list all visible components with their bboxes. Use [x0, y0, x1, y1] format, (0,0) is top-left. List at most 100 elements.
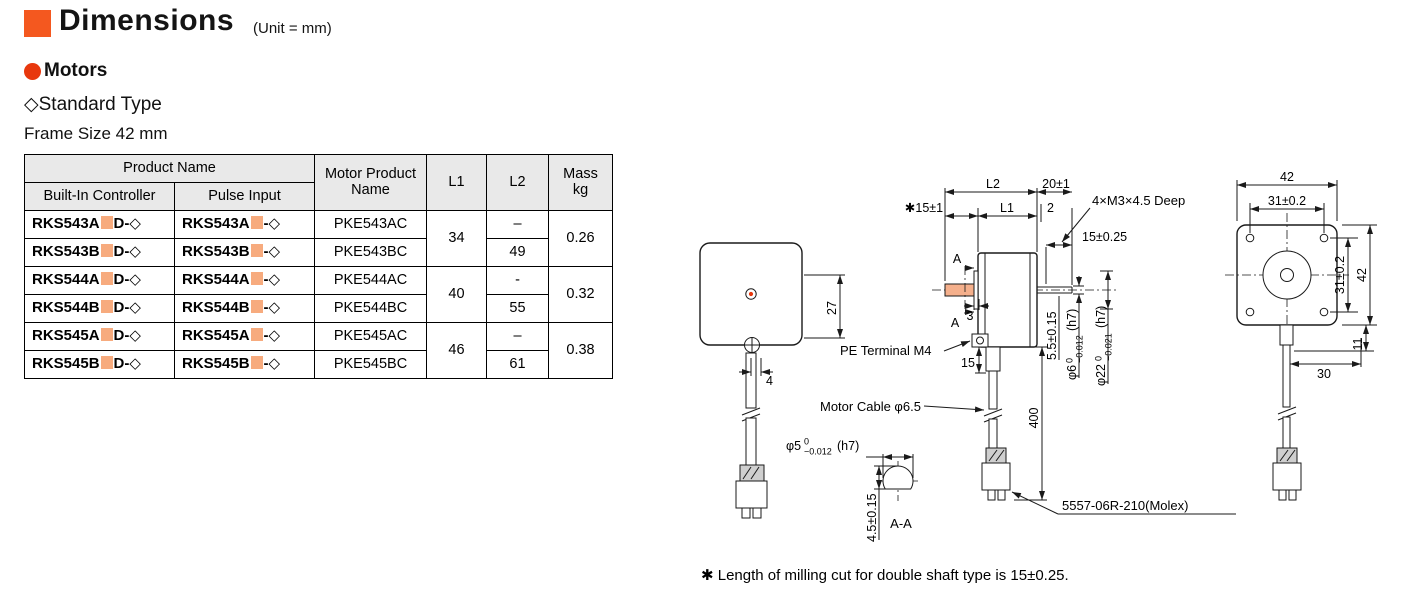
- col-motor-product-name: Motor Product Name: [314, 154, 427, 211]
- table-subheader-row: Built-In Controller Pulse Input: [24, 182, 613, 211]
- dim-42-top-label: 42: [1280, 170, 1294, 184]
- col-l1: L1: [426, 154, 487, 211]
- dim-phi5-label: φ5 0 −0.012 (h7): [786, 437, 859, 457]
- dim-5-5-label: 5.5±0.15: [1045, 311, 1059, 360]
- dim-m3-label: 4×M3×4.5 Deep: [1092, 193, 1185, 208]
- model-placeholder-box: [100, 356, 113, 370]
- model-placeholder-box: [100, 272, 113, 286]
- l2-cell: –: [486, 322, 549, 351]
- l1-cell: 40: [426, 266, 487, 323]
- model-placeholder-box: [250, 328, 263, 342]
- col-product-name: Product Name: [24, 154, 315, 183]
- dim-42-right-label: 42: [1355, 268, 1369, 282]
- col-built-in-controller: Built-In Controller: [24, 182, 175, 211]
- mounting-hole-icon: [1319, 307, 1329, 317]
- svg-text:0: 0: [1094, 356, 1104, 361]
- model-pulse: RKS544B-◇: [174, 294, 315, 323]
- connector: [981, 447, 1011, 501]
- page-title: Dimensions: [59, 4, 235, 37]
- mass-cell: 0.26: [548, 210, 613, 267]
- svg-text:−0.012: −0.012: [1075, 335, 1085, 363]
- l2-cell: 55: [486, 294, 549, 323]
- connector: [735, 464, 768, 519]
- model-placeholder-box: [250, 272, 263, 286]
- l2-cell: 49: [486, 238, 549, 267]
- svg-text:(h7): (h7): [1094, 306, 1108, 328]
- unit-note: (Unit = mm): [253, 20, 332, 37]
- motors-label: Motors: [44, 60, 108, 81]
- dimensions-table: Product Name Motor Product Name L1 L2 Ma…: [24, 154, 613, 379]
- pe-terminal-label: PE Terminal M4: [840, 343, 932, 358]
- l2-cell: -: [486, 266, 549, 295]
- mounting-hole-icon: [1245, 307, 1255, 317]
- dim-400-label: 400: [1027, 408, 1041, 429]
- connector: [1272, 447, 1302, 501]
- svg-text:φ6: φ6: [1065, 365, 1079, 380]
- svg-text:0: 0: [804, 437, 809, 447]
- svg-text:φ5: φ5: [786, 439, 801, 453]
- mass-cell: 0.38: [548, 322, 613, 379]
- frame-size-label: Frame Size 42 mm: [24, 124, 168, 143]
- dim-31-top-label: 31±0.2: [1268, 194, 1306, 208]
- model-placeholder-box: [100, 328, 113, 342]
- dim-15-milling-label: 15±0.25: [1082, 230, 1127, 244]
- model-placeholder-box: [100, 300, 113, 314]
- cable: [1277, 324, 1297, 449]
- mass-cell: 0.32: [548, 266, 613, 323]
- cable: [741, 352, 761, 466]
- dimension-drawing: 27 4 L2: [699, 170, 1377, 542]
- svg-text:(h7): (h7): [1065, 309, 1079, 331]
- accent-square-icon: [24, 10, 51, 37]
- svg-text:−0.012: −0.012: [804, 447, 832, 457]
- dim-30-label: 30: [1317, 367, 1331, 381]
- motor-name-cell: PKE544AC: [314, 266, 427, 295]
- svg-text:−0.021: −0.021: [1104, 333, 1114, 361]
- svg-text:φ22: φ22: [1094, 364, 1108, 386]
- dim-31-right-label: 31±0.2: [1333, 256, 1347, 294]
- motor-cable-label: Motor Cable φ6.5: [820, 399, 921, 414]
- dim-15-shaft-label: ✱15±1: [905, 201, 943, 215]
- dim-4-5-label: 4.5±0.15: [865, 493, 879, 542]
- dim-3-label: 3: [967, 309, 974, 323]
- dim-11-label: 11: [1351, 337, 1365, 350]
- rear-view: 42 31±0.2 31±0.2 42 11 30: [1225, 170, 1377, 501]
- dim-4-label: 4: [766, 374, 773, 388]
- side-view: L2 20±1 ✱15±1 L1 2 4×M3×4.5 Deep 15±0.25…: [820, 177, 1236, 515]
- svg-text:0: 0: [1065, 358, 1075, 363]
- col-pulse-input: Pulse Input: [174, 182, 315, 211]
- model-placeholder-box: [250, 216, 263, 230]
- l2-cell: 61: [486, 350, 549, 379]
- motor-name-cell: PKE543BC: [314, 238, 427, 267]
- motor-name-cell: PKE544BC: [314, 294, 427, 323]
- table-header-row: Product Name Motor Product Name L1 L2 Ma…: [24, 154, 613, 211]
- cable: [983, 370, 1003, 449]
- milling-footnote: ✱ Length of milling cut for double shaft…: [701, 567, 1069, 584]
- model-pulse: RKS543B-◇: [174, 238, 315, 267]
- dim-phi22-label: φ22 0 −0.021 (h7): [1094, 306, 1114, 386]
- model-placeholder-box: [250, 356, 263, 370]
- model-pulse: RKS543A-◇: [174, 210, 315, 239]
- l1-cell: 34: [426, 210, 487, 267]
- bullet-icon: [24, 62, 41, 80]
- dim-2-label: 2: [1047, 201, 1054, 215]
- model-pulse: RKS545B-◇: [174, 350, 315, 379]
- l1-cell: 46: [426, 322, 487, 379]
- dim-20-label: 20±1: [1042, 177, 1070, 191]
- motor-shaft: [944, 283, 975, 297]
- dim-l2-label: L2: [986, 177, 1000, 191]
- motor-name-cell: PKE545BC: [314, 350, 427, 379]
- dim-27-label: 27: [825, 301, 839, 315]
- mounting-hole-icon: [1245, 233, 1255, 243]
- dim-15-clamp-label: 15: [961, 356, 975, 370]
